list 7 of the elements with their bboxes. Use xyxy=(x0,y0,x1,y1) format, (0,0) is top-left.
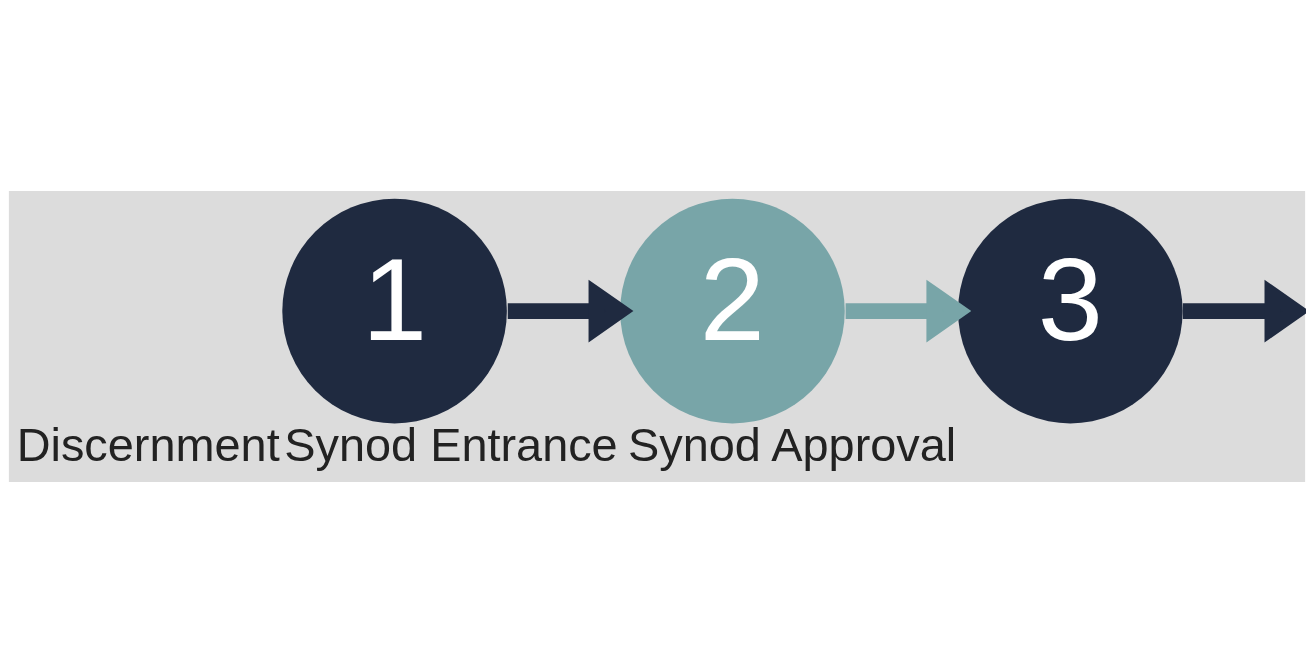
arrow xyxy=(1182,279,1306,343)
arrow xyxy=(845,279,972,343)
node-circle: 2 xyxy=(620,198,845,423)
node-label: Discernment xyxy=(16,418,280,471)
node-circle: 3 xyxy=(958,198,1183,423)
arrow xyxy=(507,279,634,343)
node-circle: 1 xyxy=(282,198,507,423)
